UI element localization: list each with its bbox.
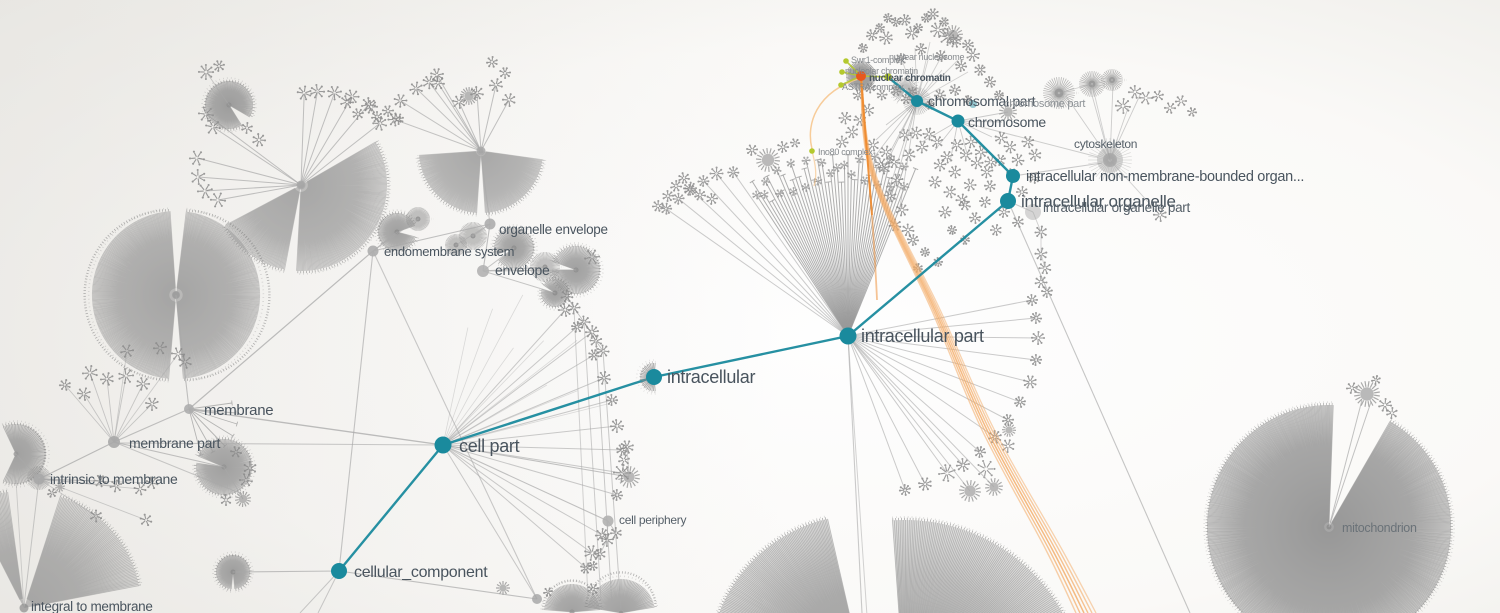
svg-text:membrane part: membrane part [129,435,220,451]
svg-text:nucleolar chromatin: nucleolar chromatin [845,66,918,76]
svg-text:cell periphery: cell periphery [619,513,686,527]
svg-text:Swr1-complex: Swr1-complex [851,55,905,65]
svg-text:cell part: cell part [459,436,520,456]
svg-text:intracellular non-membrane-bou: intracellular non-membrane-bounded organ… [1026,169,1304,185]
svg-text:nuclear nucleosome: nuclear nucleosome [889,52,964,62]
svg-text:chromosome part: chromosome part [1004,98,1085,110]
svg-text:chromosomal part: chromosomal part [928,93,1036,109]
svg-text:envelope: envelope [495,262,550,278]
svg-text:mitochondrion: mitochondrion [1342,521,1417,535]
svg-text:intracellular part: intracellular part [861,326,984,346]
svg-text:cytoskeleton: cytoskeleton [1074,137,1137,151]
svg-text:ASTRA complex: ASTRA complex [842,82,904,92]
svg-text:intrinsic to membrane: intrinsic to membrane [50,471,178,487]
svg-text:intracellular: intracellular [667,367,755,387]
svg-text:cellular_component: cellular_component [354,564,488,581]
svg-text:intracellular organelle: intracellular organelle [1021,192,1176,211]
svg-text:integral to membrane: integral to membrane [31,599,153,613]
svg-text:Ino80 complex: Ino80 complex [818,147,873,157]
svg-text:organelle envelope: organelle envelope [499,222,608,237]
svg-text:intracellular organelle part: intracellular organelle part [1043,200,1190,215]
svg-text:nuclear chromatin: nuclear chromatin [869,73,951,84]
svg-text:membrane: membrane [204,402,273,419]
svg-text:chromosome: chromosome [968,114,1046,130]
svg-text:endomembrane system: endomembrane system [384,244,514,259]
